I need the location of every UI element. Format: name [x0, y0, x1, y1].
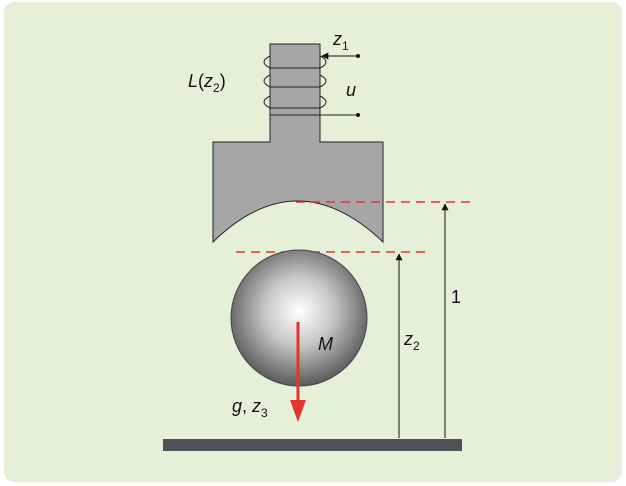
gravity-arrow-head — [290, 400, 306, 422]
reference-distance-label: 1 — [451, 287, 461, 307]
floor-plate — [163, 439, 462, 451]
coil-current-label: z1 — [332, 29, 349, 53]
electromagnet-core — [212, 43, 384, 244]
voltage-label: u — [346, 80, 356, 100]
terminal-bottom-dot — [356, 113, 360, 117]
coil-windings — [263, 55, 358, 116]
terminal-top-dot — [356, 54, 360, 58]
gravity-velocity-label: g, z3 — [232, 396, 268, 420]
mass-label: M — [318, 334, 333, 354]
inductance-label: L(z2) — [188, 71, 226, 95]
ball-position-label: z2 — [403, 329, 420, 353]
